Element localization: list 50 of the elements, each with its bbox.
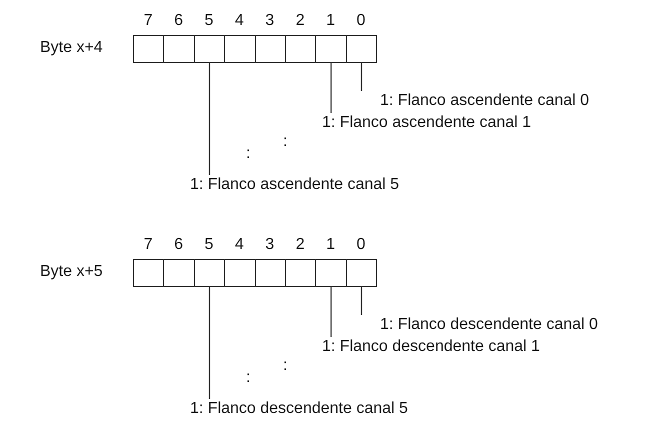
bit-number: 4 (234, 12, 244, 30)
cell-box (254, 35, 286, 63)
leader-line (208, 287, 210, 399)
bit-description: 1: Flanco descendente canal 0 (356, 316, 598, 334)
bit-description: 1: Flanco descendente canal 5 (190, 400, 408, 418)
leader-line (208, 63, 210, 175)
ellipsis-mark: : (283, 357, 288, 375)
leader-line (330, 287, 332, 337)
leader-line (330, 63, 332, 113)
leader-line (360, 287, 362, 315)
bit-number: 1 (326, 236, 335, 254)
cell-box (254, 259, 286, 287)
cell-box (194, 35, 226, 63)
cell-box (346, 259, 378, 287)
cell-box (285, 35, 316, 63)
byte-label: Byte x+5 (40, 263, 103, 281)
cell-box (285, 259, 316, 287)
cell-box (163, 35, 195, 63)
bit-number: 7 (144, 236, 153, 254)
bit-number: 3 (265, 236, 274, 254)
bit-number: 1 (326, 12, 335, 30)
cell-box (133, 259, 164, 287)
cell-box (224, 259, 256, 287)
cell-box (194, 259, 226, 287)
bit-number: 6 (174, 236, 183, 254)
leader-line (360, 63, 362, 91)
cell-box (315, 259, 347, 287)
bit-number: 0 (356, 12, 366, 30)
ellipsis-mark: : (246, 145, 250, 163)
bit-number: 3 (265, 12, 274, 30)
bit-number: 5 (204, 236, 214, 254)
bit-number: 6 (174, 12, 183, 30)
bit-number: 5 (204, 12, 214, 30)
bit-number: 2 (296, 12, 305, 30)
bit-number: 4 (234, 236, 244, 254)
cell-box (315, 35, 347, 63)
byte-label: Byte x+4 (40, 39, 103, 57)
bit-number: 7 (144, 12, 153, 30)
cell-box (346, 35, 378, 63)
ellipsis-mark: : (283, 133, 288, 151)
bit-description: 1: Flanco descendente canal 1 (322, 338, 540, 356)
cell-box (224, 35, 256, 63)
bit-number: 2 (296, 236, 305, 254)
bit-description: 1: Flanco ascendente canal 5 (190, 176, 400, 194)
bit-description: 1: Flanco ascendente canal 1 (322, 114, 532, 132)
ellipsis-mark: : (246, 369, 250, 387)
cell-box (163, 259, 195, 287)
bit-description: 1: Flanco ascendente canal 0 (356, 92, 590, 110)
cell-box (133, 35, 164, 63)
bit-number: 0 (356, 236, 366, 254)
